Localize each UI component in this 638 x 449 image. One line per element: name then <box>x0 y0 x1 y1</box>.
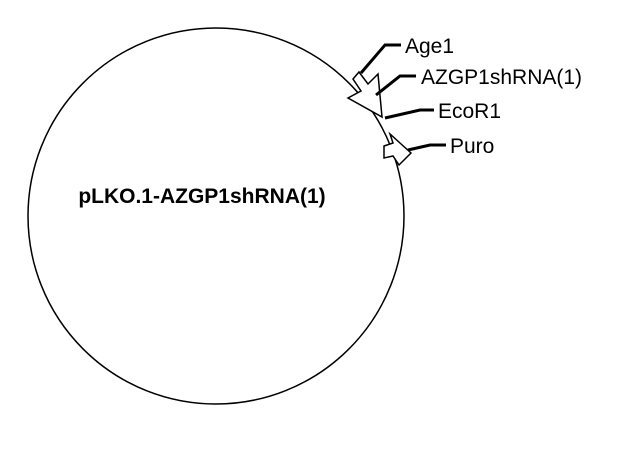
puro-leader-line <box>407 143 446 152</box>
azgp1-shrna-label: AZGP1shRNA(1) <box>421 66 582 89</box>
ecor1-leader-line <box>384 108 434 120</box>
plasmid-name: pLKO.1-AZGP1shRNA(1) <box>78 185 325 208</box>
plasmid-backbone-circle <box>27 27 405 405</box>
azgp1-shrna-leader-line <box>375 74 416 97</box>
ecor1-label: EcoR1 <box>438 100 501 123</box>
age1-label: Age1 <box>405 35 454 58</box>
age1-leader-line <box>359 43 401 74</box>
azgp1-shrna-feature-arrow <box>346 70 383 119</box>
puro-label: Puro <box>450 135 494 158</box>
puro-feature-arrow <box>383 131 413 167</box>
